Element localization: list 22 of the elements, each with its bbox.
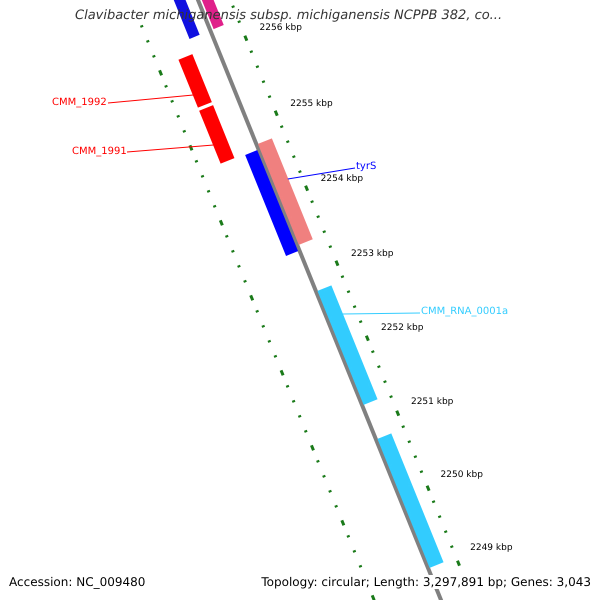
gene-bar (178, 54, 212, 108)
scale-label: 2250 kbp (440, 470, 483, 480)
leader-line (342, 312, 420, 314)
scale-label: 2255 kbp (290, 98, 333, 109)
scale-label: 2254 kbp (320, 174, 364, 184)
scale-label: 2253 kbp (351, 248, 394, 259)
gene-label: CMM_RNA_0001a (421, 306, 508, 317)
gene-label: CMM_1991 (72, 146, 127, 157)
scale-label: 2249 kbp (470, 542, 513, 553)
gene-bar (317, 285, 378, 405)
gene-bar (245, 150, 298, 256)
gene-label: tyrS (356, 161, 376, 172)
footer-text: Topology: circular; Length: 3,297,891 bp; Genes: 3,043 (261, 575, 591, 589)
gene-label: CMM_1992 (52, 97, 107, 108)
gene-bar (199, 105, 234, 164)
leader-line (126, 144, 214, 152)
scale-label: 2251 kbp (410, 396, 454, 407)
gene-bar (258, 138, 313, 245)
scale-label: 2256 kbp (260, 22, 302, 33)
leader-line (108, 94, 194, 104)
leader-line (287, 168, 356, 180)
footer-text: Accession: NC_009480 (9, 575, 146, 589)
